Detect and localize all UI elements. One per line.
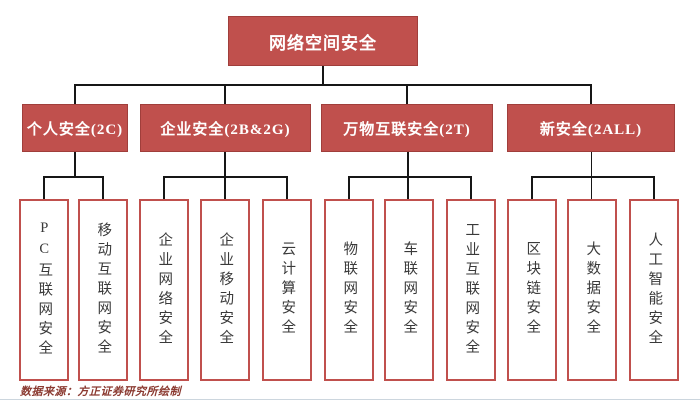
- connector-group2-stem: [224, 152, 226, 199]
- connector-group3-stem: [407, 152, 409, 199]
- leaf-label: 移动互联网安全: [95, 221, 112, 359]
- connector-drop-branch-2: [224, 84, 226, 104]
- leaf-node-vehicle-network-security: 车联网安全: [384, 199, 434, 381]
- leaf-label: PC互联网安全: [36, 220, 53, 360]
- leaf-node-blockchain-security: 区块链安全: [507, 199, 557, 381]
- connector-group4-bracket: [531, 176, 655, 178]
- connector-group3-drop-1: [348, 176, 350, 199]
- connector-group1-drop-1: [43, 176, 45, 199]
- branch-label: 新安全(2ALL): [539, 121, 643, 138]
- leaf-label: 大数据安全: [584, 241, 601, 339]
- leaf-node-industrial-internet-security: 工业互联网安全: [446, 199, 496, 381]
- connector-group2-drop-1: [163, 176, 165, 199]
- connector-drop-branch-3: [406, 84, 408, 104]
- connector-group3-bracket: [348, 176, 472, 178]
- bottom-divider: [0, 399, 700, 400]
- connector-group4-drop-3: [653, 176, 655, 199]
- leaf-node-mobile-internet-security: 移动互联网安全: [78, 199, 128, 381]
- root-label: 网络空间安全: [269, 33, 377, 53]
- connector-group2-drop-3: [286, 176, 288, 199]
- branch-node-new-2all: 新安全(2ALL): [507, 104, 675, 152]
- leaf-node-enterprise-mobile-security: 企业移动安全: [200, 199, 250, 381]
- branch-node-personal-2c: 个人安全(2C): [22, 104, 128, 152]
- leaf-label: 人工智能安全: [646, 231, 663, 349]
- leaf-label: 车联网安全: [401, 241, 418, 339]
- connector-group1-bracket: [43, 176, 104, 178]
- leaf-node-cloud-computing-security: 云计算安全: [262, 199, 312, 381]
- leaf-label: 云计算安全: [279, 241, 296, 339]
- connector-drop-branch-4: [590, 84, 592, 104]
- leaf-label: 区块链安全: [524, 241, 541, 339]
- leaf-node-enterprise-network-security: 企业网络安全: [139, 199, 189, 381]
- connector-group1-drop-2: [102, 176, 104, 199]
- connector-group1-stem: [74, 152, 76, 177]
- branch-label: 个人安全(2C): [26, 121, 124, 138]
- root-node-cyberspace-security: 网络空间安全: [228, 16, 418, 66]
- leaf-label: 企业移动安全: [217, 231, 234, 349]
- branch-node-enterprise-2b2g: 企业安全(2B&2G): [140, 104, 311, 152]
- connector-group2-bracket: [163, 176, 288, 178]
- connector-level1-rail: [74, 84, 592, 86]
- connector-group4-drop-1: [531, 176, 533, 199]
- branch-node-iot-2t: 万物互联安全(2T): [321, 104, 493, 152]
- leaf-label: 物联网安全: [341, 241, 358, 339]
- connector-root-stem: [322, 66, 324, 85]
- branch-label: 万物互联安全(2T): [343, 121, 471, 138]
- leaf-node-ai-security: 人工智能安全: [629, 199, 679, 381]
- leaf-node-iot-security: 物联网安全: [324, 199, 374, 381]
- leaf-node-pc-internet-security: PC互联网安全: [19, 199, 69, 381]
- connector-drop-branch-1: [74, 84, 76, 104]
- connector-group4-stem: [590, 152, 593, 199]
- leaf-label: 企业网络安全: [156, 231, 173, 349]
- branch-label: 企业安全(2B&2G): [160, 121, 291, 138]
- data-source-note: 数据来源：方正证券研究所绘制: [20, 386, 181, 398]
- connector-group3-drop-3: [470, 176, 472, 199]
- leaf-label: 工业互联网安全: [463, 221, 480, 359]
- leaf-node-big-data-security: 大数据安全: [567, 199, 617, 381]
